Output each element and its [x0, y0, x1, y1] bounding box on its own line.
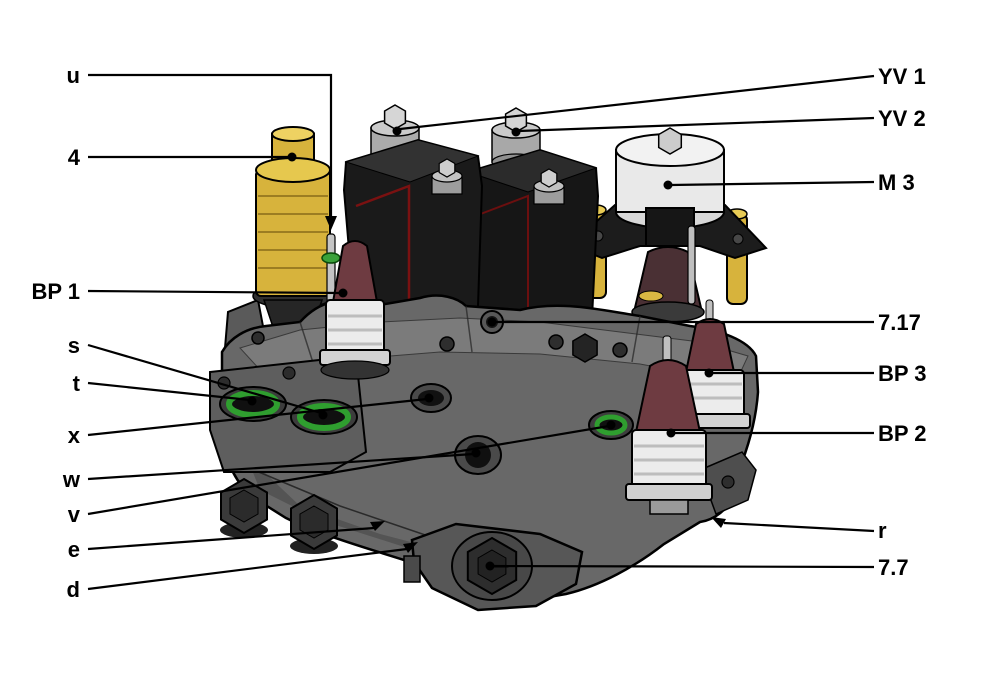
part-yv1-solenoid [342, 104, 484, 336]
callout-bp1-dot-icon [338, 288, 348, 298]
callout-yv1-line [399, 74, 875, 131]
callout-d-arrow-icon [403, 542, 418, 553]
callout-label-m3: M 3 [878, 170, 915, 195]
callout-u-arrow-icon [325, 216, 337, 230]
callout-s-line [87, 343, 322, 415]
callout-v-line [87, 424, 610, 516]
pin-u-seal [321, 252, 341, 264]
callout-bp2-dot-icon [666, 428, 676, 438]
callout-bp1-line [87, 289, 342, 295]
callout-717-dot-icon [487, 317, 497, 327]
callout-label-s: s [68, 333, 80, 358]
callout-label-yv2: YV 2 [878, 106, 926, 131]
yv1-nut-hex-icon [383, 104, 407, 130]
callout-x-line [87, 397, 428, 437]
callout-yv2-dot-icon [511, 127, 521, 137]
callout-label-77: 7.7 [878, 555, 909, 580]
callout-label-w: w [62, 467, 81, 492]
yv2-coil-top [466, 149, 598, 193]
callout-v-dot-icon [606, 420, 616, 430]
callout-m3-dot-icon [663, 180, 673, 190]
callout-77-line [492, 564, 875, 569]
part-bp2-cartridge [625, 335, 713, 515]
callout-label-4: 4 [68, 145, 81, 170]
bp2-flange [625, 483, 713, 501]
callout-label-bp3: BP 3 [878, 361, 927, 386]
part-m3-motor-assembly [568, 127, 768, 323]
part-yv2-solenoid [464, 107, 600, 346]
callout-label-r: r [878, 518, 887, 543]
callout-u-line [88, 73, 333, 218]
bp1-cone [331, 240, 379, 303]
callout-d-line [87, 547, 408, 591]
part-bp1-cartridge [319, 240, 391, 380]
callout-r-arrow-icon [711, 517, 726, 528]
yv1-coil-top [344, 139, 480, 183]
m3-top-hex-icon [657, 127, 683, 155]
callout-label-v: v [68, 502, 81, 527]
m3-mount-block [645, 207, 695, 247]
callout-e-line [87, 526, 375, 551]
callout-m3-line [670, 180, 875, 187]
callout-s-dot-icon [318, 410, 328, 420]
callout-label-bp1: BP 1 [31, 279, 80, 304]
callout-label-e: e [68, 537, 80, 562]
callout-label-u: u [67, 63, 80, 88]
callout-yv2-line [518, 116, 875, 133]
callout-x-dot-icon [424, 393, 434, 403]
callout-77-dot-icon [485, 561, 495, 571]
cylinder-ribs [258, 195, 328, 269]
bp2-cone [634, 359, 702, 433]
bp1-body [325, 299, 385, 355]
callout-t-line [87, 381, 251, 402]
callout-label-d: d [67, 577, 80, 602]
callout-labels: u 4 BP 1 s t x w v e d YV 1 YV 2 M 3 7.1… [31, 63, 926, 602]
callout-t-dot-icon [247, 396, 257, 406]
callout-r-line [723, 521, 875, 533]
callout-label-x: x [68, 423, 81, 448]
callout-label-t: t [73, 371, 81, 396]
callout-e-arrow-icon [370, 521, 385, 531]
hex-socket-icon [572, 333, 598, 363]
callout-label-yv1: YV 1 [878, 64, 926, 89]
callout-w-line [87, 452, 475, 481]
callout-bp3-dot-icon [704, 368, 714, 378]
m3-pin [687, 225, 696, 305]
callout-label-717: 7.17 [878, 310, 921, 335]
callout-lines [87, 73, 875, 591]
callout-yv1-dot-icon [392, 126, 402, 136]
pin-u [321, 233, 341, 303]
callout-label-bp2: BP 2 [878, 421, 927, 446]
callout-w-dot-icon [471, 448, 481, 458]
callout-4-dot-icon [287, 152, 297, 162]
